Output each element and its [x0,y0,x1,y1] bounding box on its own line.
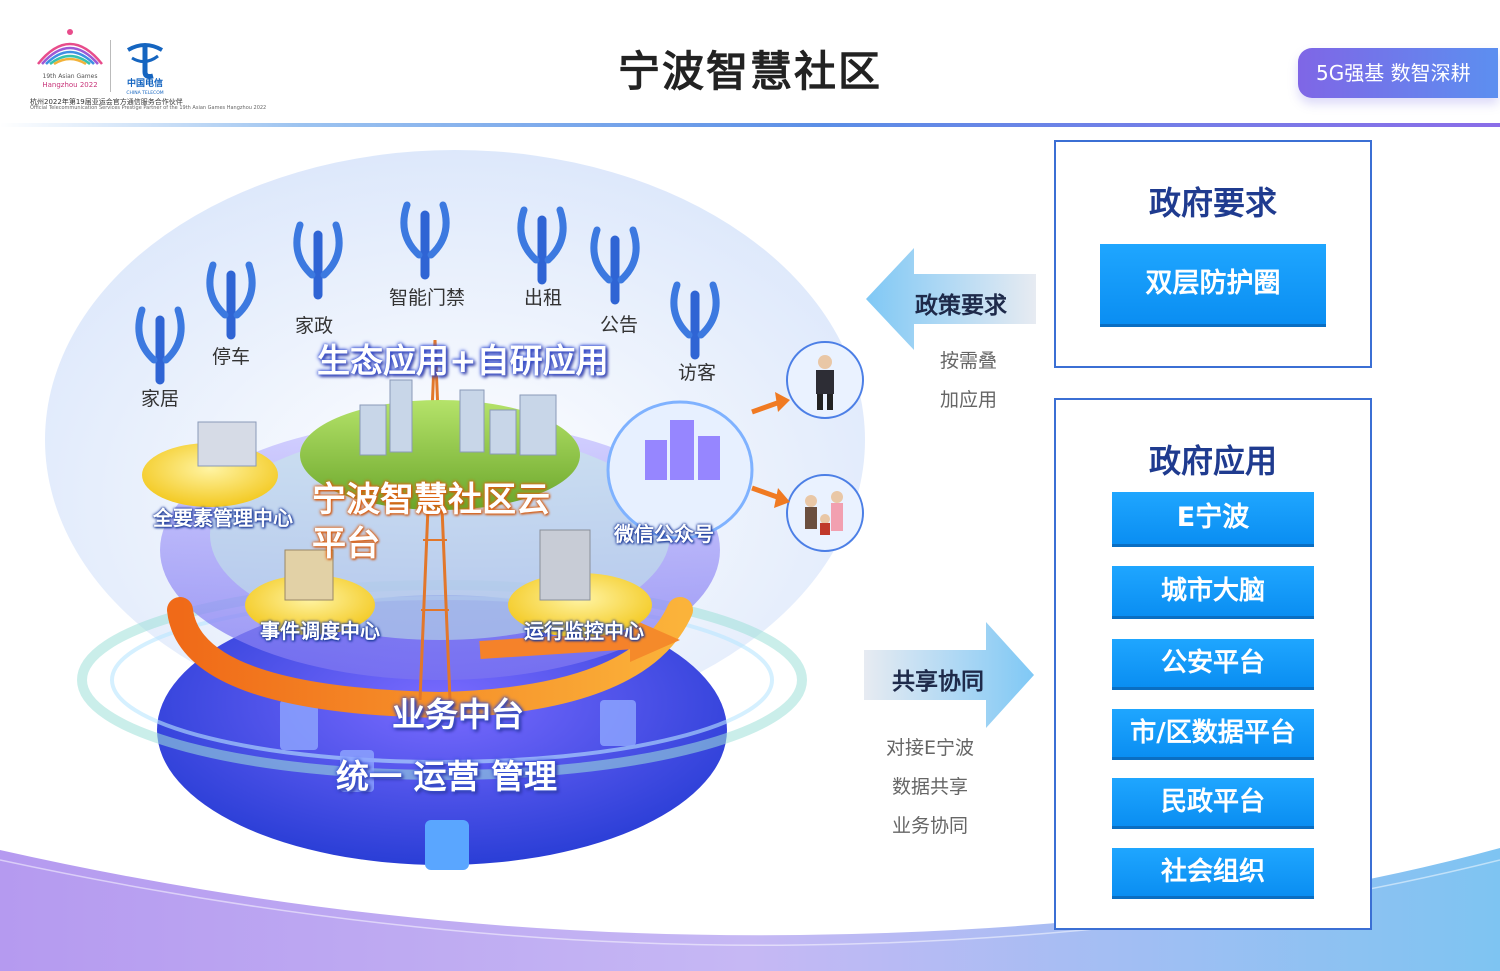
app-icon-label-rental: 出租 [524,287,563,309]
telecom-en: CHINA TELECOM [126,90,163,96]
share-note-3: 业务协同 [892,815,969,837]
logo-caption: 杭州2022年第19届亚运会官方通信服务合作伙伴 [30,98,183,106]
policy-arrow [866,248,1036,350]
policy-note-2: 加应用 [940,389,998,411]
telecom-cn: 中国电信 [127,77,163,89]
double-protection-ring-button[interactable]: 双层防护圈 [1100,244,1326,324]
platform-title: 宁波智慧社区云平台 [312,480,550,564]
page-title: 宁波智慧社区 [617,47,882,96]
policy-arrow-label: 政策要求 [915,293,1007,319]
app-data-platform-button[interactable]: 市/区数据平台 [1112,709,1314,757]
share-note-2: 数据共享 [892,776,969,798]
person-circle-2 [786,474,864,552]
games-line1: 19th Asian Games [43,73,98,80]
node-disc-event [245,575,375,635]
ecosystem-label: 生态应用+自研应用 [317,341,609,380]
app-e-ningbo-button[interactable]: E宁波 [1112,492,1314,544]
games-line2: Hangzhou 2022 [42,81,97,89]
share-note-1: 对接E宁波 [886,737,975,759]
operations-base-disc [157,595,727,865]
gov-requirements-panel: 政府要求 双层防护圈 [1054,140,1372,368]
gov-applications-title: 政府应用 [1148,442,1277,480]
node-event-dispatch-center: 事件调度中心 [260,619,380,643]
app-social-org-button[interactable]: 社会组织 [1112,848,1314,896]
app-icon-label-notice: 公告 [600,314,639,336]
app-icon-label-parking: 停车 [212,346,251,368]
node-ops-monitor-center: 运行监控中心 [524,619,644,643]
business-platform-label: 业务中台 [392,695,524,734]
app-city-brain-button[interactable]: 城市大脑 [1112,566,1314,616]
policy-note-1: 按需叠 [940,350,998,372]
asian-games-logo: 19th Asian Games Hangzhou 2022 [30,24,110,99]
platform-diagram [45,150,865,870]
slogan-badge: 5G强基 数智深耕 [1298,48,1498,98]
unified-ops-label: 统一 运营 管理 [336,757,557,796]
gov-requirements-title: 政府要求 [1148,184,1277,222]
node-full-elements-center: 全要素管理中心 [153,506,293,530]
gov-applications-panel: 政府应用 E宁波 城市大脑 公安平台 市/区数据平台 民政平台 社会组织 [1054,398,1372,930]
header-divider [0,123,1500,127]
app-civil-affairs-button[interactable]: 民政平台 [1112,778,1314,826]
server-icon [425,820,469,870]
app-icon-label-access-control: 智能门禁 [389,287,466,309]
logo-caption-en: Official Telecommunication Services Pres… [30,105,267,111]
app-icon-label-housekeeping: 家政 [295,315,334,337]
app-public-security-button[interactable]: 公安平台 [1112,639,1314,687]
node-wechat: 微信公众号 [614,522,714,546]
china-telecom-logo: 中国电信 CHINA TELECOM [120,36,170,96]
share-arrow-label: 共享协同 [892,669,984,695]
app-icon-label-home: 家居 [141,388,180,410]
logo-divider [110,40,111,92]
business-loop-arrow [167,597,693,719]
app-icon-label-visitor: 访客 [678,362,717,384]
share-arrow [864,622,1034,728]
